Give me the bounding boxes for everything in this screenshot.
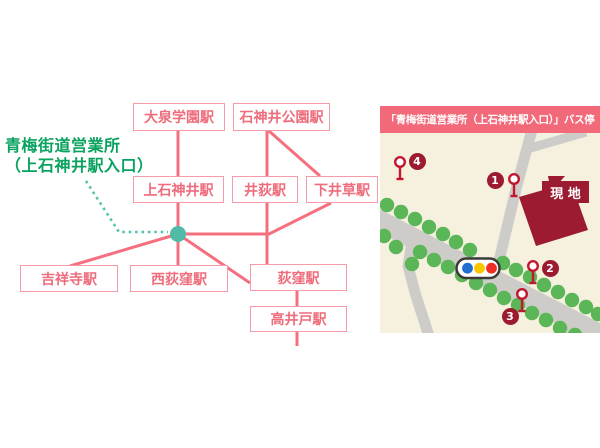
tree-icon [380,197,395,213]
map-header: 「青梅街道営業所（上石神井駅入口）」バス停 [380,106,600,133]
tree-icon [393,204,409,220]
station-label: 下井草駅 [314,182,370,199]
station-label: 荻窪駅 [277,270,320,287]
bus-stop-pole-icon [516,288,529,313]
tree-icon [508,262,524,278]
route-line [268,129,321,178]
tree-icon [496,290,512,306]
tree-icon [426,252,442,268]
leader-dotted-line [84,180,168,234]
tree-icon [590,306,600,322]
station-label: 大泉学園駅 [144,110,214,126]
office-title: 青梅街道営業所 （上石神井駅入口） [5,136,154,176]
bus-stop-badge-1: 1 [486,171,504,189]
tree-icon [468,275,484,291]
side-road-stub [525,133,588,154]
tree-icon [564,292,580,308]
station-box-kichijoji: 吉祥寺駅 [20,265,118,292]
tree-icon [482,282,498,298]
bus-stop-pole-icon [527,260,540,285]
route-line [69,232,179,268]
site-label-text: 現 地 [550,186,581,202]
station-label: 井荻駅 [244,182,286,199]
bus-stop-number: 4 [413,154,421,168]
map-canvas [380,133,600,333]
office-title-line1: 青梅街道営業所 [5,136,121,155]
tree-icon [552,320,568,333]
tree-icon [524,305,540,321]
bus-stop-number: 2 [546,261,554,275]
office-title-line2: （上石神井駅入口） [5,156,154,175]
tree-icon [412,244,428,260]
tree-icon [421,219,437,235]
station-box-shakujii-koen: 石神井公園駅 [233,103,330,131]
station-box-oizumi-gakuen: 大泉学園駅 [133,103,225,131]
bus-stop-badge-3: 3 [501,307,519,325]
bus-stop-pole-icon [394,155,407,181]
bus-stop-map-panel: 「青梅街道営業所（上石神井駅入口）」バス停 [380,106,600,333]
station-box-takaido: 高井戸駅 [250,306,347,332]
station-label: 吉祥寺駅 [41,271,97,288]
site-label: 現 地 [542,181,589,203]
tree-icon [568,327,582,333]
bus-stop-badge-2: 2 [541,259,559,277]
bus-stop-badge-4: 4 [408,152,426,170]
station-box-ogikubo: 荻窪駅 [250,264,347,291]
station-label: 西荻窪駅 [151,271,207,288]
tree-icon [578,299,594,315]
station-box-kami-shakujii: 上石神井駅 [133,176,224,203]
map-body: 4 1 2 3 現 地 [380,133,600,333]
tree-icon [536,277,552,293]
tree-icon [448,234,464,250]
map-header-text: 「青梅街道営業所（上石神井駅入口）」バス停 [385,114,595,126]
station-label: 上石神井駅 [143,182,214,199]
tree-icon [404,256,420,272]
junction-dot [170,226,186,242]
station-box-shimo-igusa: 下井草駅 [306,176,378,203]
tree-icon [462,242,478,258]
bus-stop-number: 1 [491,173,499,187]
tree-icon [440,259,456,275]
tree-icon [550,284,566,300]
station-label: 高井戸駅 [270,312,327,328]
bus-stop-pole-icon [508,172,521,198]
tree-icon [538,312,554,328]
tree-icon [380,228,392,244]
traffic-light-icon [455,257,501,280]
tree-icon [388,239,404,255]
tree-icon [407,211,423,227]
bus-stop-number: 3 [506,309,514,323]
route-line [177,232,251,285]
tree-icon [435,226,451,242]
side-road-west [402,234,434,333]
route-line [266,201,332,237]
station-box-nishi-ogikubo: 西荻窪駅 [130,265,228,292]
station-box-iogi: 井荻駅 [232,176,298,203]
station-label: 石神井公園駅 [239,110,324,126]
